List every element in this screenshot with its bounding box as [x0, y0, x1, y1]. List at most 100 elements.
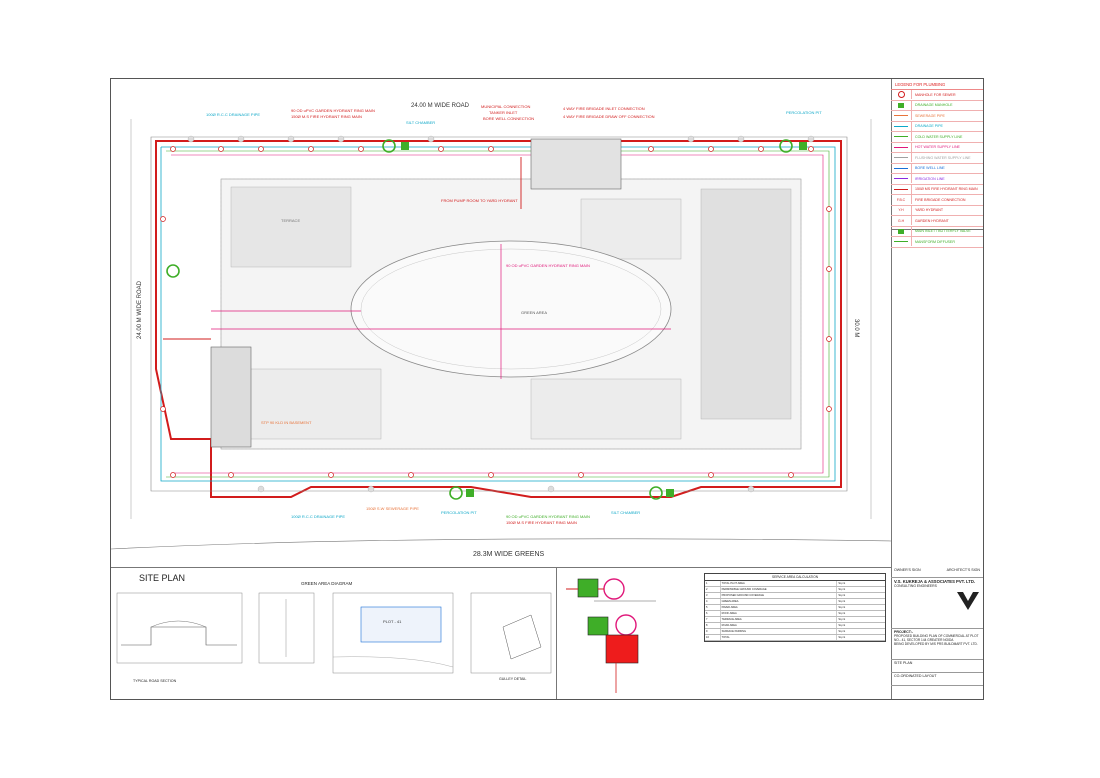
- detail-sketches: [116, 592, 552, 674]
- table-cell: GREEN AREA: [721, 599, 838, 604]
- table-cell: TOTAL PLOT AREA: [721, 581, 838, 586]
- terrace-label: TERRACE: [281, 218, 301, 223]
- legend-symbol: [891, 237, 912, 247]
- legend-symbol: [891, 184, 912, 194]
- road-bottom-label: 28.3M WIDE GREENS: [473, 551, 545, 558]
- bore-well-label: BORE WELL CONNECTION: [483, 116, 535, 121]
- table-cell: Sq.mt: [838, 612, 846, 615]
- table-cell: 8: [705, 623, 721, 628]
- table-cell: Sq.mt: [838, 624, 846, 627]
- site-plan-details: SITE PLAN GREEN AREA DIAGRAM TYPICAL ROA…: [111, 567, 557, 699]
- road-section-label: TYPICAL ROAD SECTION: [133, 679, 177, 683]
- legend-label: IRRIGATION LINE: [915, 176, 945, 181]
- table-cell: 4: [705, 599, 721, 604]
- legend-item: DRAINAGE MANHOLE: [891, 100, 983, 111]
- legend-item: SEWERAGE PIPE: [891, 111, 983, 122]
- stp-label: STP 90 KLD IN BASEMENT: [261, 420, 312, 425]
- legend-item: 150Ø MS FIRE HYDRANT RING MAIN: [891, 184, 983, 195]
- plan-graphics: [111, 119, 891, 550]
- table-cell: 2: [705, 587, 721, 592]
- site-plan-drawing: 24.00 M WIDE ROAD 28.3M WIDE GREENS 24.0…: [111, 79, 892, 568]
- project-label: PROJECT:-: [894, 630, 913, 634]
- legend-symbol: [891, 226, 912, 236]
- plot-label: PLOT - 41: [383, 619, 402, 624]
- pit-sections: [566, 578, 656, 693]
- firm-subtitle: CONSULTING ENGINEERS: [894, 584, 937, 588]
- title-block: OWNER'S SIGN ARCHITECT'S SIGN V.S. KUKRE…: [891, 567, 983, 699]
- green-area-label: GREEN AREA: [521, 310, 548, 315]
- legend-item: DRAINAGE PIPE: [891, 121, 983, 132]
- legend-code: F.B.C: [896, 197, 906, 202]
- bottom-percolation-label: PERCOLATION PIT: [441, 510, 477, 515]
- legend-symbol: G.H: [891, 216, 912, 226]
- table-cell: SURFACE PARKING: [721, 629, 838, 634]
- legend-title: LEGEND FOR PLUMBING: [891, 79, 983, 90]
- municipal-connection-label: MUNICIPAL CONNECTION: [481, 104, 531, 109]
- table-cell: Sq.mt: [838, 600, 846, 603]
- legend-symbol: [891, 90, 912, 100]
- table-cell: Sq.mt: [838, 588, 846, 591]
- legend-item: IRRIGATION LINE: [891, 174, 983, 185]
- legend-label: HOT WATER SUPPLY LINE: [915, 145, 960, 150]
- legend-item: FLUSHING WATER SUPPLY LINE: [891, 153, 983, 164]
- service-area-table-title: SERVICE AREA CALCULATION: [705, 574, 885, 581]
- legend-symbol: [891, 111, 912, 121]
- table-cell: TOTAL: [721, 635, 838, 640]
- table-cell: PROPOSED GROUND COVERAGE: [721, 593, 838, 598]
- table-cell: Sq.mt: [838, 606, 846, 609]
- legend-label: FIRE BRIGADE CONNECTION: [915, 197, 966, 202]
- drainage-pipe-label: 100Ø R.C.C DRAINAGE PIPE: [206, 112, 261, 117]
- bottom-drainage-label: 100Ø R.C.C DRAINAGE PIPE: [291, 514, 346, 519]
- legend-item: MANHOLE FOR SEWER: [891, 90, 983, 101]
- table-cell: 10: [705, 635, 721, 640]
- drawing-sheet: 24.00 M WIDE ROAD 28.3M WIDE GREENS 24.0…: [110, 78, 984, 700]
- legend-label: BORE WELL LINE: [915, 166, 945, 171]
- table-cell: ROAD AREA: [721, 623, 838, 628]
- bottom-fire-hydrant-label: 150Ø M.S FIRE HYDRANT RING MAIN: [506, 520, 577, 525]
- drawing-note: CO-ORDINATED LAYOUT: [891, 673, 983, 686]
- garden-hydrant-label: 90 OD uPVC GARDEN HYDRANT RING MAIN: [291, 108, 375, 113]
- fire-hydrant-label: 150Ø M.S FIRE HYDRANT RING MAIN: [291, 114, 362, 119]
- silt-chamber-label: SILT CHAMBER: [406, 120, 436, 125]
- legend-symbol: [891, 142, 912, 152]
- table-cell: 5: [705, 605, 721, 610]
- legend-label: MANSFORM DIFFUSER: [915, 239, 955, 244]
- fire-brigade-inlet-label: 4 WAY FIRE BRIGADE INLET CONNECTION: [563, 106, 645, 111]
- owner-sign-label: OWNER'S SIGN: [894, 568, 921, 572]
- table-cell: 1: [705, 581, 721, 586]
- gully-detail-label: GULLEY DETAIL: [499, 677, 527, 681]
- legend-symbol: [891, 100, 912, 110]
- legend-label: MANHOLE FOR SEWER: [915, 92, 956, 97]
- table-cell: Sq.mt: [838, 636, 846, 639]
- legend-label: 150Ø MS FIRE HYDRANT RING MAIN: [915, 187, 978, 192]
- table-cell: Sq.mt: [838, 582, 846, 585]
- table-cell: Sq.mt: [838, 630, 846, 633]
- legend-label: GARDEN HYDRANT: [915, 218, 949, 223]
- legend-symbol: [891, 163, 912, 173]
- legend-label: YARD HYDRANT: [915, 208, 944, 213]
- center-hydrant-label: 90 OD uPVC GARDEN HYDRANT RING MAIN: [506, 263, 590, 268]
- legend-item: COLD WATER SUPPLY LINE: [891, 132, 983, 143]
- legend-symbol: [891, 153, 912, 163]
- table-cell: ROOF AREA: [721, 611, 838, 616]
- table-cell: 3: [705, 593, 721, 598]
- consultant-block: V.S. KUKREJA & ASSOCIATES PVT. LTD. CONS…: [891, 578, 983, 629]
- legend-item: HOT WATER SUPPLY LINE: [891, 142, 983, 153]
- legend-symbol: F.B.C: [891, 195, 912, 205]
- legend-item: MAIN INLET / BUTTERFLY VALVE: [891, 226, 983, 237]
- green-area-title: GREEN AREA DIAGRAM: [301, 581, 353, 586]
- road-left-label: 24.00 M WIDE ROAD: [137, 280, 143, 339]
- table-cell: PAVED AREA: [721, 605, 838, 610]
- percolation-pit-label: PERCOLATION PIT: [786, 110, 822, 115]
